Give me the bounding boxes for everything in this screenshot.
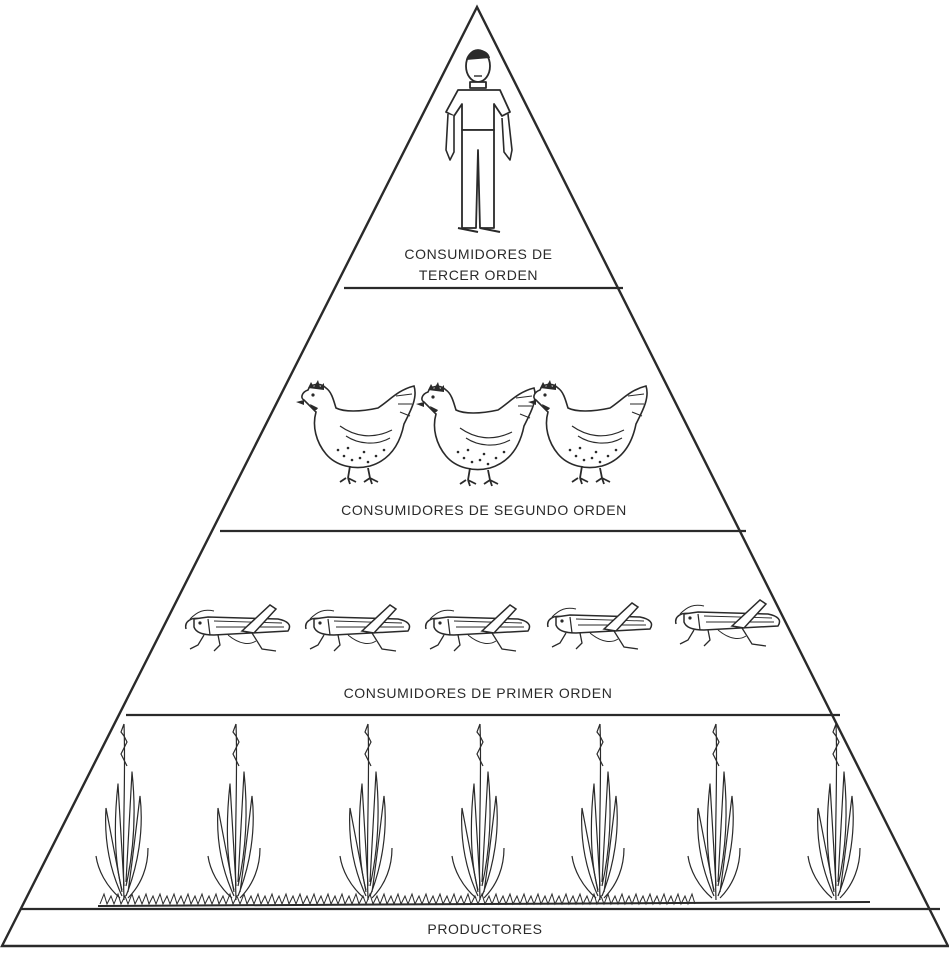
grass-plant-icon [808,724,860,900]
chicken-icon [528,380,647,484]
grass-plant-icon [572,724,624,900]
human-figure-icon [446,50,512,232]
level-label-tertiary-consumers: CONSUMIDORES DE TERCER ORDEN [344,244,613,286]
grasshopper-icon [186,605,290,651]
grass-plant-icon [96,724,148,900]
level-label-secondary-consumers: CONSUMIDORES DE SEGUNDO ORDEN [240,500,728,521]
grasshopper-icon [426,605,530,651]
grass-plant-icon [340,724,392,900]
level-label-tertiary-line1: CONSUMIDORES DE [344,244,613,265]
grass-plant-icon [452,724,504,900]
grass-plant-icon [688,724,740,900]
level-label-primary-consumers: CONSUMIDORES DE PRIMER ORDEN [200,683,756,704]
grasshopper-icon [676,600,780,646]
grasshopper-icon [306,605,410,651]
grass-plant-icon [208,724,260,900]
level-label-producers: PRODUCTORES [300,919,670,940]
chicken-icon [296,380,415,484]
level-label-tertiary-line2: TERCER ORDEN [344,265,613,286]
ground-line [98,902,870,906]
chicken-icon [416,382,535,486]
grasshopper-icon [548,603,652,649]
